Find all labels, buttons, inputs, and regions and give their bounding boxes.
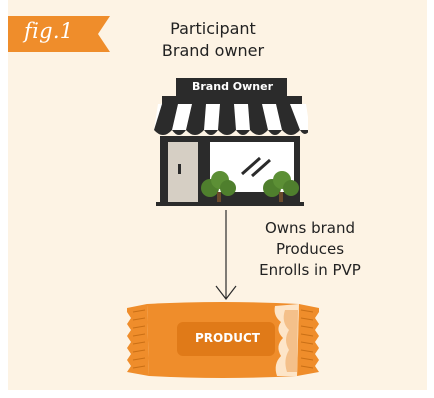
product-wrapper-icon bbox=[127, 302, 319, 378]
action-produces: Produces bbox=[275, 240, 345, 258]
actions-list: Owns brand Produces Enrolls in PVP bbox=[240, 218, 380, 281]
participant-role: Brand owner bbox=[161, 41, 265, 60]
tag-ribbon-icon bbox=[8, 16, 110, 52]
bush-icon bbox=[263, 171, 299, 202]
store-awning bbox=[154, 104, 308, 135]
participant-title: Participant bbox=[170, 19, 256, 38]
action-owns-brand: Owns brand bbox=[264, 219, 356, 237]
figure-panel: fig.1 Participant Brand owner bbox=[8, 0, 427, 390]
figure-tag: fig.1 bbox=[8, 16, 110, 52]
wrapper-right-end bbox=[297, 304, 319, 376]
action-enrolls: Enrolls in PVP bbox=[259, 261, 361, 279]
product-label: PRODUCT bbox=[195, 331, 260, 345]
store-sign-text: Brand Owner bbox=[192, 80, 273, 93]
down-arrow-icon bbox=[215, 210, 237, 300]
figure-tag-text: fig.1 bbox=[24, 19, 74, 43]
wrapper-left-end bbox=[127, 304, 149, 376]
product-label-band bbox=[177, 322, 275, 356]
participant-caption: Participant Brand owner bbox=[143, 18, 283, 62]
bush-icon bbox=[201, 171, 236, 202]
store-door bbox=[168, 142, 198, 202]
store-icon bbox=[154, 78, 308, 206]
store-sign bbox=[176, 78, 287, 96]
